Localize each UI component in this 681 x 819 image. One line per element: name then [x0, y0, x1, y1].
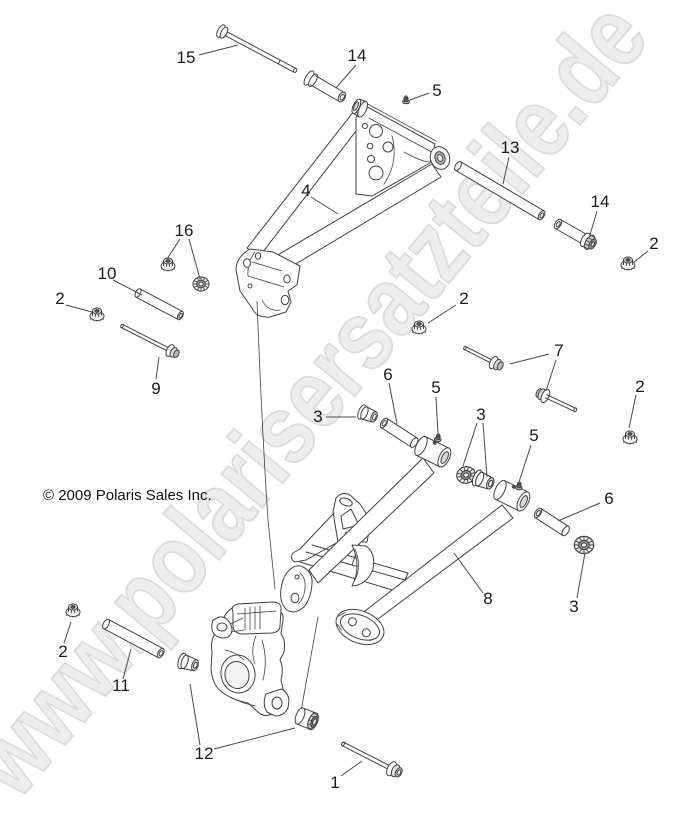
callout-label-2: 2 — [635, 377, 644, 396]
part-14-top-bolt-drawing — [303, 70, 347, 103]
callout-label-14: 14 — [348, 46, 367, 65]
callout-label-9: 9 — [151, 379, 160, 398]
part-12-bushing-drawing — [175, 651, 201, 675]
callout-leader — [310, 196, 339, 215]
callout-label-8: 8 — [483, 589, 492, 608]
callout-label-3: 3 — [476, 405, 485, 424]
part-7-bolt-drawing — [463, 345, 504, 371]
callout-leader — [122, 648, 132, 680]
part-6-tube-drawing — [533, 507, 570, 537]
callout-leader — [409, 92, 430, 101]
callout-label-6: 6 — [604, 489, 613, 508]
callout-leader — [509, 353, 550, 365]
callout-label-15: 15 — [177, 48, 196, 67]
callout-leader — [65, 304, 93, 313]
part-5-fitting-drawing — [402, 95, 410, 105]
part-5-fitting-drawing — [433, 432, 443, 443]
callout-label-5: 5 — [529, 426, 538, 445]
arm-boss-drawing — [493, 479, 531, 512]
callout-leader — [462, 422, 478, 467]
part-5-fitting-drawing — [514, 480, 524, 491]
arm-end-plate-drawing — [280, 565, 313, 613]
callout-leader — [63, 621, 72, 644]
callout-label-11: 11 — [112, 676, 130, 695]
part-2-nut-drawing — [89, 307, 105, 322]
callout-leader — [453, 552, 484, 594]
callout-leader — [188, 238, 201, 280]
callout-leader — [166, 238, 181, 260]
part-2-nut-drawing — [622, 430, 638, 445]
callout-leader-lines — [63, 44, 649, 777]
part-7-bolt-drawing — [535, 388, 578, 413]
callout-label-2: 2 — [459, 289, 468, 308]
part-16-nut-drawing — [160, 257, 176, 272]
part-8-lower-arm-assembly-drawing — [280, 435, 531, 646]
callout-label-2: 2 — [55, 289, 64, 308]
callout-label-4: 4 — [301, 181, 310, 200]
callout-label-13: 13 — [501, 138, 520, 157]
part-4-upper-a-arm-drawing — [235, 98, 451, 318]
callout-leader — [482, 422, 488, 478]
callout-leader — [576, 552, 586, 599]
callout-leader — [628, 394, 637, 429]
callout-label-5: 5 — [431, 378, 440, 397]
callout-label-12: 12 — [195, 744, 214, 763]
callout-leader — [340, 760, 363, 777]
callout-label-14: 14 — [591, 192, 610, 211]
callout-leader — [213, 727, 296, 750]
callout-leader — [633, 250, 649, 263]
callout-label-7: 7 — [554, 341, 563, 360]
callout-label-1: 1 — [330, 773, 339, 792]
callout-label-2: 2 — [58, 642, 67, 661]
callout-label-6: 6 — [383, 365, 392, 384]
copyright-text: © 2009 Polaris Sales Inc. — [43, 487, 212, 504]
callout-label-5: 5 — [432, 81, 441, 100]
part-6-tube-drawing — [379, 417, 419, 448]
callout-label-2: 2 — [649, 234, 658, 253]
callout-leader — [335, 64, 357, 89]
callout-label-3: 3 — [313, 407, 322, 426]
callout-leader — [545, 359, 557, 392]
callout-leader — [557, 502, 601, 522]
callout-leader — [427, 304, 457, 324]
part-16-locknut-drawing — [192, 276, 210, 292]
callout-leader — [198, 44, 239, 56]
arm-end-plate-drawing — [335, 608, 385, 646]
callout-leader — [155, 356, 160, 380]
part-9-bolt-drawing — [120, 323, 180, 358]
part-14-right-bolt-drawing — [553, 218, 597, 250]
part-1-bolt-drawing — [341, 741, 403, 778]
line-art — [65, 24, 638, 778]
callout-labels: 15 14 5 13 14 2 4 16 10 2 9 2 7 6 5 3 3 5 2 6 3 8 2 11 12 1 — [55, 46, 658, 792]
part-12-bushing-drawing — [294, 707, 319, 731]
part-4-clevis-drawing — [235, 248, 301, 318]
callout-leader — [435, 396, 439, 435]
callout-leader — [518, 444, 532, 483]
part-13-tube-drawing — [454, 160, 546, 221]
part-11-tube-drawing — [102, 618, 165, 659]
callout-leader — [589, 210, 598, 236]
part-15-bolt-drawing — [216, 24, 298, 73]
knuckle-drawing — [210, 601, 290, 717]
part-2-nut-drawing — [620, 256, 636, 271]
callout-label-16: 16 — [175, 221, 194, 240]
part-10-tube-drawing — [134, 288, 184, 321]
part-3-nut-drawing — [573, 535, 595, 555]
callout-leader — [189, 683, 201, 746]
callout-label-10: 10 — [98, 264, 117, 283]
callout-label-3: 3 — [569, 597, 578, 616]
callout-leader — [112, 279, 143, 296]
callout-leader — [502, 156, 510, 185]
callout-leader — [388, 382, 398, 425]
assembly-reference-line — [256, 300, 319, 723]
